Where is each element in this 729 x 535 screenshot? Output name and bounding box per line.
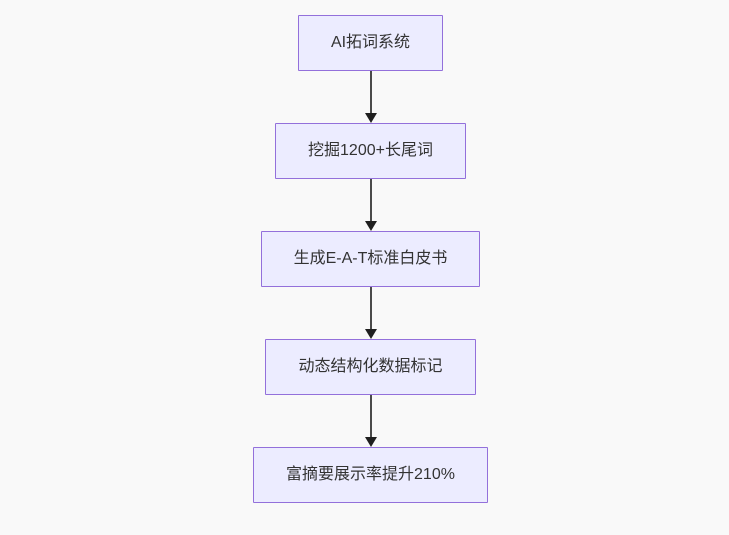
arrow-line bbox=[369, 179, 372, 222]
arrow-line bbox=[369, 71, 372, 114]
flow-node-label: AI拓词系统 bbox=[330, 34, 411, 51]
flow-node-eat-whitepaper: 生成E-A-T标准白皮书 bbox=[260, 231, 481, 287]
arrowhead-icon bbox=[364, 329, 377, 339]
arrow-down-4 bbox=[364, 395, 377, 447]
arrow-down-1 bbox=[364, 71, 377, 123]
arrow-down-3 bbox=[364, 287, 377, 339]
flow-node-longtail-mining: 挖掘1200+长尾词 bbox=[275, 123, 466, 179]
arrow-down-2 bbox=[364, 179, 377, 231]
flow-node-label: 挖掘1200+长尾词 bbox=[308, 142, 433, 159]
arrowhead-icon bbox=[364, 113, 377, 123]
flow-node-label: 富摘要展示率提升210% bbox=[286, 466, 455, 483]
arrowhead-icon bbox=[364, 437, 377, 447]
flowchart: AI拓词系统 挖掘1200+长尾词 生成E-A-T标准白皮书 动态结构化数据标记 bbox=[6, 15, 729, 503]
flow-node-structured-data-markup: 动态结构化数据标记 bbox=[265, 339, 476, 395]
flow-node-ai-word-expansion: AI拓词系统 bbox=[297, 15, 444, 71]
flow-node-label: 生成E-A-T标准白皮书 bbox=[293, 250, 448, 267]
arrowhead-icon bbox=[364, 221, 377, 231]
flow-node-label: 动态结构化数据标记 bbox=[298, 358, 443, 375]
arrow-line bbox=[369, 287, 372, 330]
flow-node-rich-snippet-result: 富摘要展示率提升210% bbox=[253, 447, 488, 503]
arrow-line bbox=[369, 395, 372, 438]
